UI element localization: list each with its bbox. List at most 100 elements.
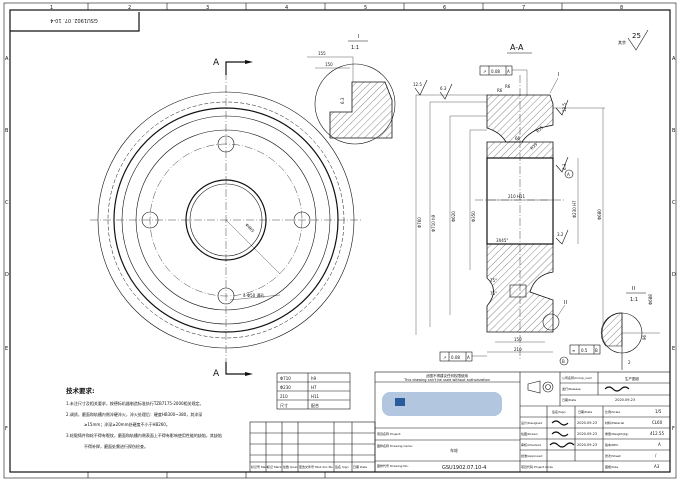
svg-text:3X45°: 3X45° [496,238,508,243]
svg-text:3.轮毂铸件和轮不得有裂纹，磨面和轨槽内侧表面上不得有影响使: 3.轮毂铸件和轮不得有裂纹，磨面和轨槽内侧表面上不得有影响使用性能的缺陷，其缺陷 [66,432,222,438]
svg-text:150: 150 [325,62,333,67]
svg-text:1.未注尺寸及相关要求，按德标机器制造标准执行TZB7175: 1.未注尺寸及相关要求，按德标机器制造标准执行TZB7175-2000相关规定。 [66,400,204,406]
svg-text:更改文件号 Mod.doc.No: 更改文件号 Mod.doc.No [299,464,333,469]
svg-text:3.2: 3.2 [557,232,564,237]
svg-text:210: 210 [514,347,522,352]
svg-text:150: 150 [514,337,522,342]
svg-text:版本/REV.: 版本/REV. [605,442,619,447]
svg-text:生产图纸: 生产图纸 [625,376,639,381]
col-label: 6 [443,5,446,11]
datum-b: B [562,359,565,364]
symmetry-tolerance: ≡ 0.5 B [569,344,601,355]
svg-text:2: 2 [628,360,631,365]
svg-text:6.3: 6.3 [562,163,567,170]
svg-text:II: II [632,286,635,292]
svg-text:Φ760: Φ760 [417,217,422,228]
svg-text:1:1: 1:1 [351,45,359,51]
svg-text:配合: 配合 [311,402,319,408]
col-label: 5 [364,5,367,11]
svg-text:日期/Date: 日期/Date [562,397,576,402]
svg-text:h9: h9 [311,376,317,381]
svg-text:2020.09.23: 2020.09.23 [615,398,635,402]
svg-text:12.5: 12.5 [562,103,567,112]
svg-text:签名 Sign: 签名 Sign [335,464,349,469]
svg-text:Φ230: Φ230 [280,385,291,390]
svg-text:H11: H11 [311,394,320,399]
svg-text:C: C [672,200,676,206]
col-label: 8 [620,5,623,11]
section-arrow-bottom: A [213,362,253,379]
svg-text:设计/Designed: 设计/Designed [521,420,542,425]
svg-text:75°: 75° [490,291,497,296]
svg-text:D: D [5,272,9,278]
svg-text:B: B [595,348,598,353]
signature [549,442,575,448]
svg-text:D: D [672,272,676,278]
svg-text:Φ710: Φ710 [280,376,291,381]
title-block: 此图不得建议任何权限使用 This drawing can't be used … [374,371,671,473]
svg-text:↗: ↗ [483,69,486,74]
svg-text:A: A [658,442,661,447]
svg-text:绘图/Drawn: 绘图/Drawn [521,431,538,436]
bolt-hole [141,211,159,229]
front-view: Φ465 4-Φ50 通孔 [90,72,362,368]
datum-a: A [567,172,570,177]
runout-tolerance-bottom: ↗ 0.08 A [439,351,487,362]
svg-text:210: 210 [280,394,288,399]
svg-text:≡: ≡ [572,348,575,353]
col-label: 3 [206,5,209,11]
section-AA: A-A 其余 25 Φ760 Φ710 h9 Φ620 Φ350 210 H11… [413,29,649,366]
svg-text:日期/Date: 日期/Date [578,409,592,414]
svg-text:C: C [5,200,9,206]
svg-text:A: A [5,56,9,62]
svg-text:E: E [5,346,8,352]
signature [551,420,569,426]
svg-text:210 H11: 210 H11 [508,194,525,199]
svg-text:B: B [672,128,676,134]
general-roughness: 其余 25 [618,29,649,51]
svg-text:6.3: 6.3 [340,97,345,104]
svg-text:2020.09.23: 2020.09.23 [577,432,597,436]
svg-text:尺寸: 尺寸 [280,402,288,408]
bolt-hole [217,287,235,305]
svg-text:材料/Material: 材料/Material [605,420,624,425]
svg-text:96: 96 [642,334,647,340]
svg-text:处数 Quan: 处数 Quan [283,464,298,469]
svg-text:标记 Mark: 标记 Mark [267,464,282,469]
svg-text:/: / [655,453,657,458]
svg-text:0.08: 0.08 [451,355,460,360]
svg-text:不得补焊，磨面处需进行探伤检查。: 不得补焊，磨面处需进行探伤检查。 [84,443,148,449]
svg-text:Φ710 h9: Φ710 h9 [431,214,436,232]
svg-text:此图不得建议任何权限使用: 此图不得建议任何权限使用 [426,373,468,378]
svg-text:A3: A3 [654,464,660,469]
holes-dim: 4-Φ50 通孔 [243,292,265,298]
svg-text:图样名称 Drawing name:: 图样名称 Drawing name: [377,443,413,448]
svg-text:0.08: 0.08 [491,69,500,74]
signature [551,431,569,437]
svg-text:2020.09.23: 2020.09.23 [577,421,597,425]
section-arrow-top: A [213,58,253,75]
svg-text:25: 25 [632,32,641,40]
svg-text:其余: 其余 [618,39,626,45]
svg-text:6.3: 6.3 [440,86,447,91]
svg-text:审核/Checked: 审核/Checked [521,442,541,447]
svg-text:技术要求:: 技术要求: [66,386,95,395]
svg-text:图样代号 Drawing No:: 图样代号 Drawing No: [377,463,408,468]
svg-text:A: A [213,369,220,379]
svg-text:412.55: 412.55 [650,431,664,436]
svg-text:重量/Weight(kg): 重量/Weight(kg) [605,431,628,436]
projection-symbol-icon [520,372,670,407]
svg-text:R25: R25 [535,124,544,133]
svg-text:R6: R6 [505,84,511,89]
svg-text:66: 66 [515,136,521,141]
col-label: 2 [128,5,131,11]
svg-text:张次/Sheet: 张次/Sheet [605,453,622,458]
bolt-hole [217,135,235,153]
svg-text:CL60: CL60 [652,420,663,425]
col-label: 4 [285,5,288,11]
roughness-symbols: 12.5 6.3 12.5 6.3 3.2 [413,79,569,245]
svg-text:Φ680: Φ680 [597,209,602,220]
svg-text:F: F [672,426,675,432]
svg-text:Φ350: Φ350 [471,211,476,222]
